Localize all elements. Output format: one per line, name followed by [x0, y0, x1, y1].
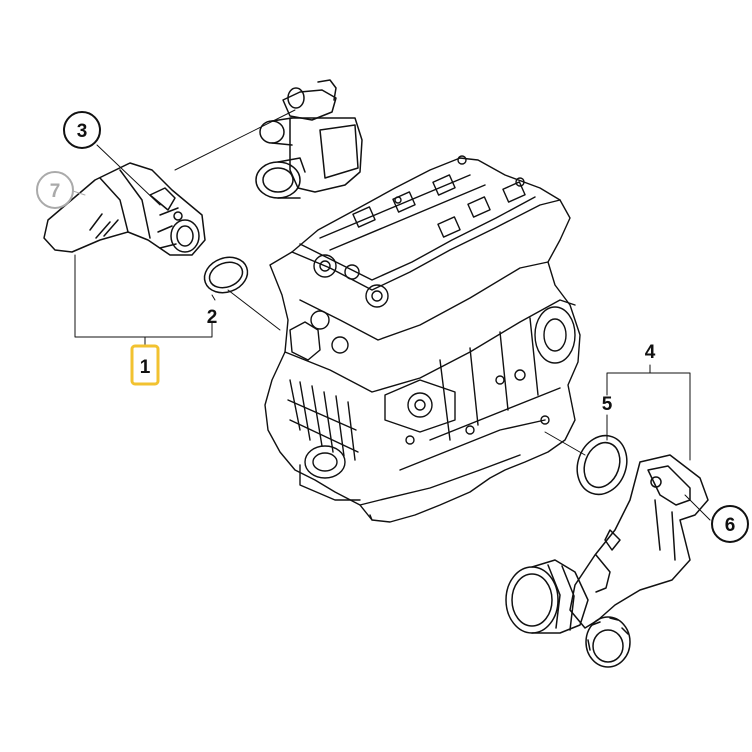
- callout-label: 6: [725, 515, 736, 536]
- gasket-right: [576, 434, 628, 496]
- gasket-left: [203, 256, 249, 294]
- callout-label: 2: [207, 307, 218, 328]
- leader-lines: [69, 109, 711, 521]
- callout-label: 3: [77, 121, 88, 142]
- callout-1: 1: [130, 344, 160, 386]
- callout-6: 6: [711, 505, 749, 543]
- callout-label: 1: [140, 357, 151, 378]
- callout-label: 7: [50, 181, 61, 202]
- callout-7: 7: [36, 171, 74, 209]
- engine-block: [264, 155, 581, 523]
- callout-5: 5: [602, 394, 613, 415]
- callout-2: 2: [207, 307, 218, 328]
- thermostat-housing-top: [255, 79, 363, 199]
- coolant-hose-left: [43, 162, 206, 256]
- coolant-pipe-right: [505, 454, 709, 668]
- callout-label: 5: [602, 394, 613, 415]
- callout-label: 4: [645, 342, 656, 363]
- callout-3: 3: [63, 111, 101, 149]
- callout-4: 4: [645, 342, 656, 363]
